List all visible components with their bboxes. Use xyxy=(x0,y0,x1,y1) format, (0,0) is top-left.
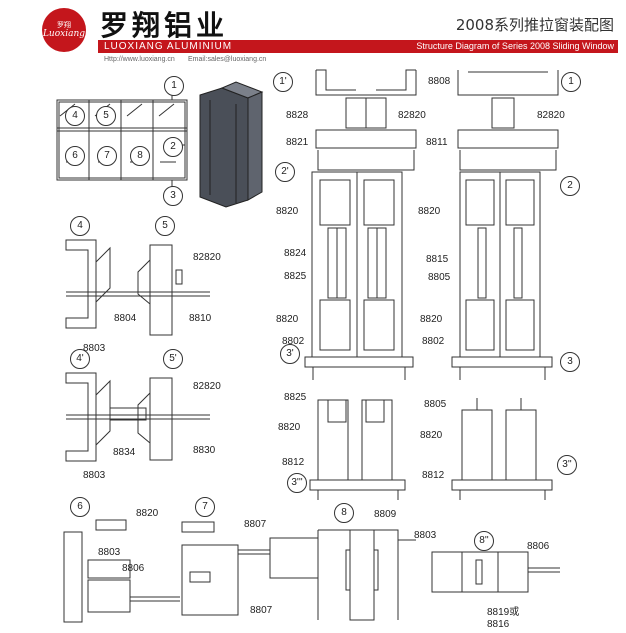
part-label: 8834 xyxy=(113,447,136,458)
section-marker: 3 xyxy=(560,352,580,372)
section-marker: 4' xyxy=(70,349,90,369)
section-middle-right xyxy=(451,171,553,380)
part-label: 82820 xyxy=(537,110,565,121)
page-title-cn: 2008系列推拉窗装配图 xyxy=(455,16,614,34)
section-top-left xyxy=(315,69,417,171)
part-label: 8820 xyxy=(276,314,299,325)
part-label: 8805 xyxy=(428,272,451,283)
section-lower-left xyxy=(309,399,406,500)
part-label: 8807 xyxy=(244,519,267,530)
section-marker: 2' xyxy=(275,162,295,182)
section-marker: 6 xyxy=(70,497,90,517)
part-label: 8812 xyxy=(422,470,445,481)
part-label: 8802 xyxy=(422,336,445,347)
part-label: 8803 xyxy=(98,547,121,558)
elevation-number: 1 xyxy=(164,76,184,96)
section-marker: 1' xyxy=(273,72,293,92)
section-lower-right xyxy=(451,398,553,500)
section-6-7 xyxy=(63,519,319,623)
header: 罗翔 Luoxiang 罗翔铝业 2008系列推拉窗装配图 LUOXIANG A… xyxy=(0,0,626,68)
part-label: 8812 xyxy=(282,457,305,468)
elevation-number: 6 xyxy=(65,146,85,166)
part-label: 8824 xyxy=(284,248,307,259)
section-marker: 3''' xyxy=(287,473,307,493)
part-label: 8806 xyxy=(527,541,550,552)
part-label: 8820 xyxy=(418,206,441,217)
elevation-number: 5 xyxy=(96,106,116,126)
section-marker: 8'' xyxy=(474,531,494,551)
elevation-number: 3 xyxy=(163,186,183,206)
part-label: 8820 xyxy=(278,422,301,433)
part-label: 8802 xyxy=(282,336,305,347)
section-marker: 2 xyxy=(560,176,580,196)
elevation-number: 2 xyxy=(163,137,183,157)
part-label: 8811 xyxy=(426,137,448,148)
part-label: 8803 xyxy=(83,470,106,481)
elevation-number: 4 xyxy=(65,106,85,126)
part-label: 8828 xyxy=(286,110,309,121)
section-top-right xyxy=(457,70,559,171)
part-label: 8804 xyxy=(114,313,137,324)
section-8 xyxy=(317,529,416,621)
part-label: 82820 xyxy=(193,381,221,392)
section-4p-5p xyxy=(65,372,210,462)
part-label: 8825 xyxy=(284,392,307,403)
logo-script: Luoxiang xyxy=(42,29,86,39)
section-4-5 xyxy=(65,239,210,336)
page-title-en: Structure Diagram of Series 2008 Sliding… xyxy=(416,41,614,51)
part-label: 8809 xyxy=(374,509,397,520)
email-link[interactable]: Email:sales@luoxiang.cn xyxy=(188,56,267,63)
part-label: 8808 xyxy=(428,76,451,87)
part-label: 8803 xyxy=(414,530,437,541)
section-marker: 8 xyxy=(334,503,354,523)
part-label: 8805 xyxy=(424,399,447,410)
brand-name-en: LUOXIANG ALUMINIUM xyxy=(104,41,233,52)
section-marker: 1 xyxy=(561,72,581,92)
part-label: 8820 xyxy=(420,430,443,441)
website-link[interactable]: Http://www.luoxiang.cn xyxy=(104,56,175,63)
part-label: 8815 xyxy=(426,254,449,265)
part-label: 8825 xyxy=(284,271,307,282)
part-label: 8807 xyxy=(250,605,273,616)
elevation-number: 8 xyxy=(130,146,150,166)
header-red-band xyxy=(98,40,618,53)
part-label: 8810 xyxy=(189,313,212,324)
section-middle-left xyxy=(304,171,414,380)
part-label: 8830 xyxy=(193,445,216,456)
section-marker: 7 xyxy=(195,497,215,517)
elevation-number: 7 xyxy=(97,146,117,166)
profile-extrusion-3d xyxy=(199,81,264,208)
section-marker: 4 xyxy=(70,216,90,236)
part-label: 8816 xyxy=(487,619,510,630)
part-label: 8820 xyxy=(276,206,299,217)
section-marker: 5 xyxy=(155,216,175,236)
section-marker: 5' xyxy=(163,349,183,369)
part-label: 82820 xyxy=(398,110,426,121)
brand-name-cn: 罗翔铝业 xyxy=(100,9,229,42)
section-marker: 3' xyxy=(280,344,300,364)
section-marker: 3'' xyxy=(557,455,577,475)
part-label: 8819或 xyxy=(487,607,520,618)
logo-cn-small: 罗翔 xyxy=(57,21,71,29)
part-label: 82820 xyxy=(193,252,221,263)
brand-logo: 罗翔 Luoxiang xyxy=(42,8,86,52)
part-label: 8820 xyxy=(136,508,159,519)
part-label: 8803 xyxy=(83,343,106,354)
section-8pp xyxy=(431,551,560,593)
part-label: 8821 xyxy=(286,137,309,148)
part-label: 8820 xyxy=(420,314,443,325)
part-label: 8806 xyxy=(122,563,145,574)
